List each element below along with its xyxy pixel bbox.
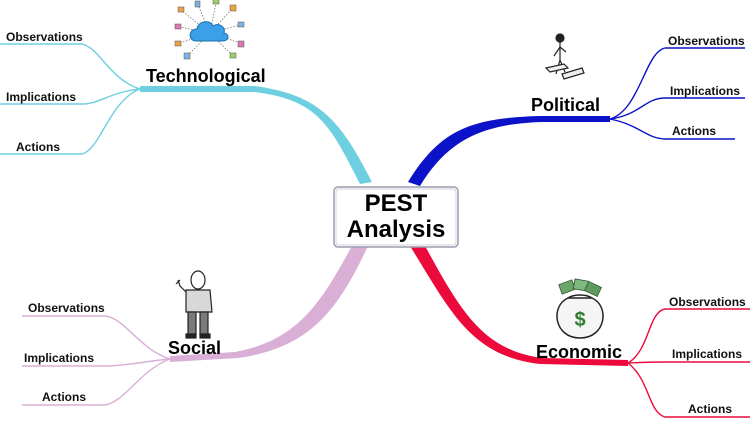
economic-actions-label: Actions [688, 402, 732, 416]
technological-observations-label: Observations [6, 30, 83, 44]
center-title-line2: Analysis [347, 216, 446, 243]
social-observations-label: Observations [28, 301, 105, 315]
political-actions-label: Actions [672, 124, 716, 138]
economic-implications-label: Implications [672, 347, 742, 361]
technological-actions-label: Actions [16, 140, 60, 154]
money-bag-icon: $ [556, 278, 604, 339]
political-label: Political [531, 95, 600, 115]
technological-sub-branches [0, 43, 141, 155]
social-sub-branches [22, 315, 171, 406]
political-implications-label: Implications [670, 84, 740, 98]
social-branch [170, 246, 368, 362]
economic-branch [410, 244, 628, 366]
economic-observations-label: Observations [669, 295, 746, 309]
center-title-line1: PEST [365, 190, 428, 217]
political-sub-branches [609, 47, 745, 140]
social-actions-label: Actions [42, 390, 86, 404]
political-branch [408, 116, 610, 186]
technological-label: Technological [146, 66, 266, 86]
center-node: PEST Analysis [333, 186, 459, 248]
technological-branch [140, 86, 372, 184]
social-label: Social [168, 338, 221, 358]
signpost-figure-icon [544, 33, 585, 80]
svg-text:$: $ [574, 309, 585, 331]
cloud-network-icon [174, 0, 245, 60]
social-implications-label: Implications [24, 351, 94, 365]
economic-sub-branches [627, 308, 750, 418]
thumbs-up-person-icon [175, 270, 213, 339]
political-observations-label: Observations [668, 34, 745, 48]
technological-implications-label: Implications [6, 90, 76, 104]
economic-label: Economic [536, 342, 622, 362]
